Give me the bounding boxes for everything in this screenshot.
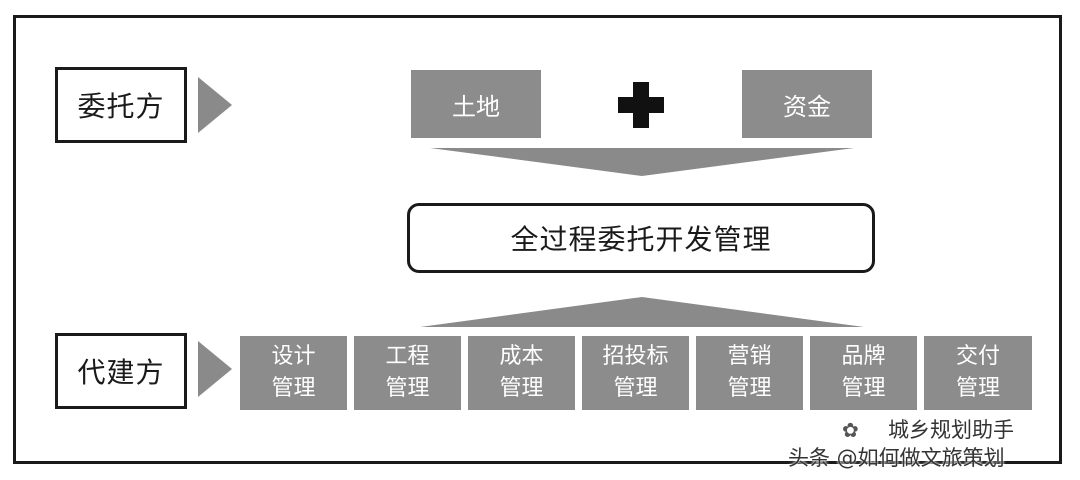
client-label-box: 委托方 xyxy=(55,67,187,143)
land-label: 土地 xyxy=(452,92,500,121)
agent-label-box: 代建方 xyxy=(55,333,187,409)
watermark-line2: 头条 @如何做文旅策划 xyxy=(788,446,1005,470)
spread-arrow-up-icon xyxy=(420,297,864,327)
management-item-delivery: 交付 管理 xyxy=(924,336,1032,410)
funds-label: 资金 xyxy=(783,92,831,121)
plus-icon xyxy=(618,82,664,128)
agent-label: 代建方 xyxy=(77,356,165,389)
center-process-box: 全过程委托开发管理 xyxy=(407,203,875,273)
management-item-bidding: 招投标 管理 xyxy=(582,336,689,410)
management-item-marketing: 营销 管理 xyxy=(696,336,803,410)
management-item-line2: 管理 xyxy=(613,376,658,401)
merge-arrow-down-icon xyxy=(430,148,854,176)
management-item-brand: 品牌 管理 xyxy=(810,336,917,410)
funds-box: 资金 xyxy=(742,70,872,138)
management-item-line2: 管理 xyxy=(727,376,772,401)
agent-arrow-icon xyxy=(198,341,232,397)
management-item-line1: 成本 xyxy=(499,344,544,369)
management-item-cost: 成本 管理 xyxy=(468,336,575,410)
management-item-line1: 招投标 xyxy=(602,344,669,369)
management-item-line1: 营销 xyxy=(727,344,772,369)
management-item-line1: 品牌 xyxy=(841,344,886,369)
watermark-line1: 城乡规划助手 xyxy=(888,418,1014,442)
management-item-design: 设计 管理 xyxy=(240,336,347,410)
management-item-line2: 管理 xyxy=(841,376,886,401)
management-item-line2: 管理 xyxy=(271,376,316,401)
client-arrow-icon xyxy=(198,77,232,133)
land-box: 土地 xyxy=(411,70,541,138)
management-row: 设计 管理 工程 管理 成本 管理 招投标 管理 营销 管理 品牌 管理 交付 … xyxy=(240,336,1032,410)
wechat-icon: ✿ xyxy=(842,418,859,442)
management-item-line1: 设计 xyxy=(271,344,316,369)
management-item-line1: 交付 xyxy=(955,344,1000,369)
center-process-label: 全过程委托开发管理 xyxy=(510,223,772,256)
management-item-line1: 工程 xyxy=(385,344,430,369)
management-item-engineering: 工程 管理 xyxy=(354,336,461,410)
management-item-line2: 管理 xyxy=(499,376,544,401)
client-label: 委托方 xyxy=(77,90,165,123)
management-item-line2: 管理 xyxy=(385,376,430,401)
management-item-line2: 管理 xyxy=(955,376,1000,401)
